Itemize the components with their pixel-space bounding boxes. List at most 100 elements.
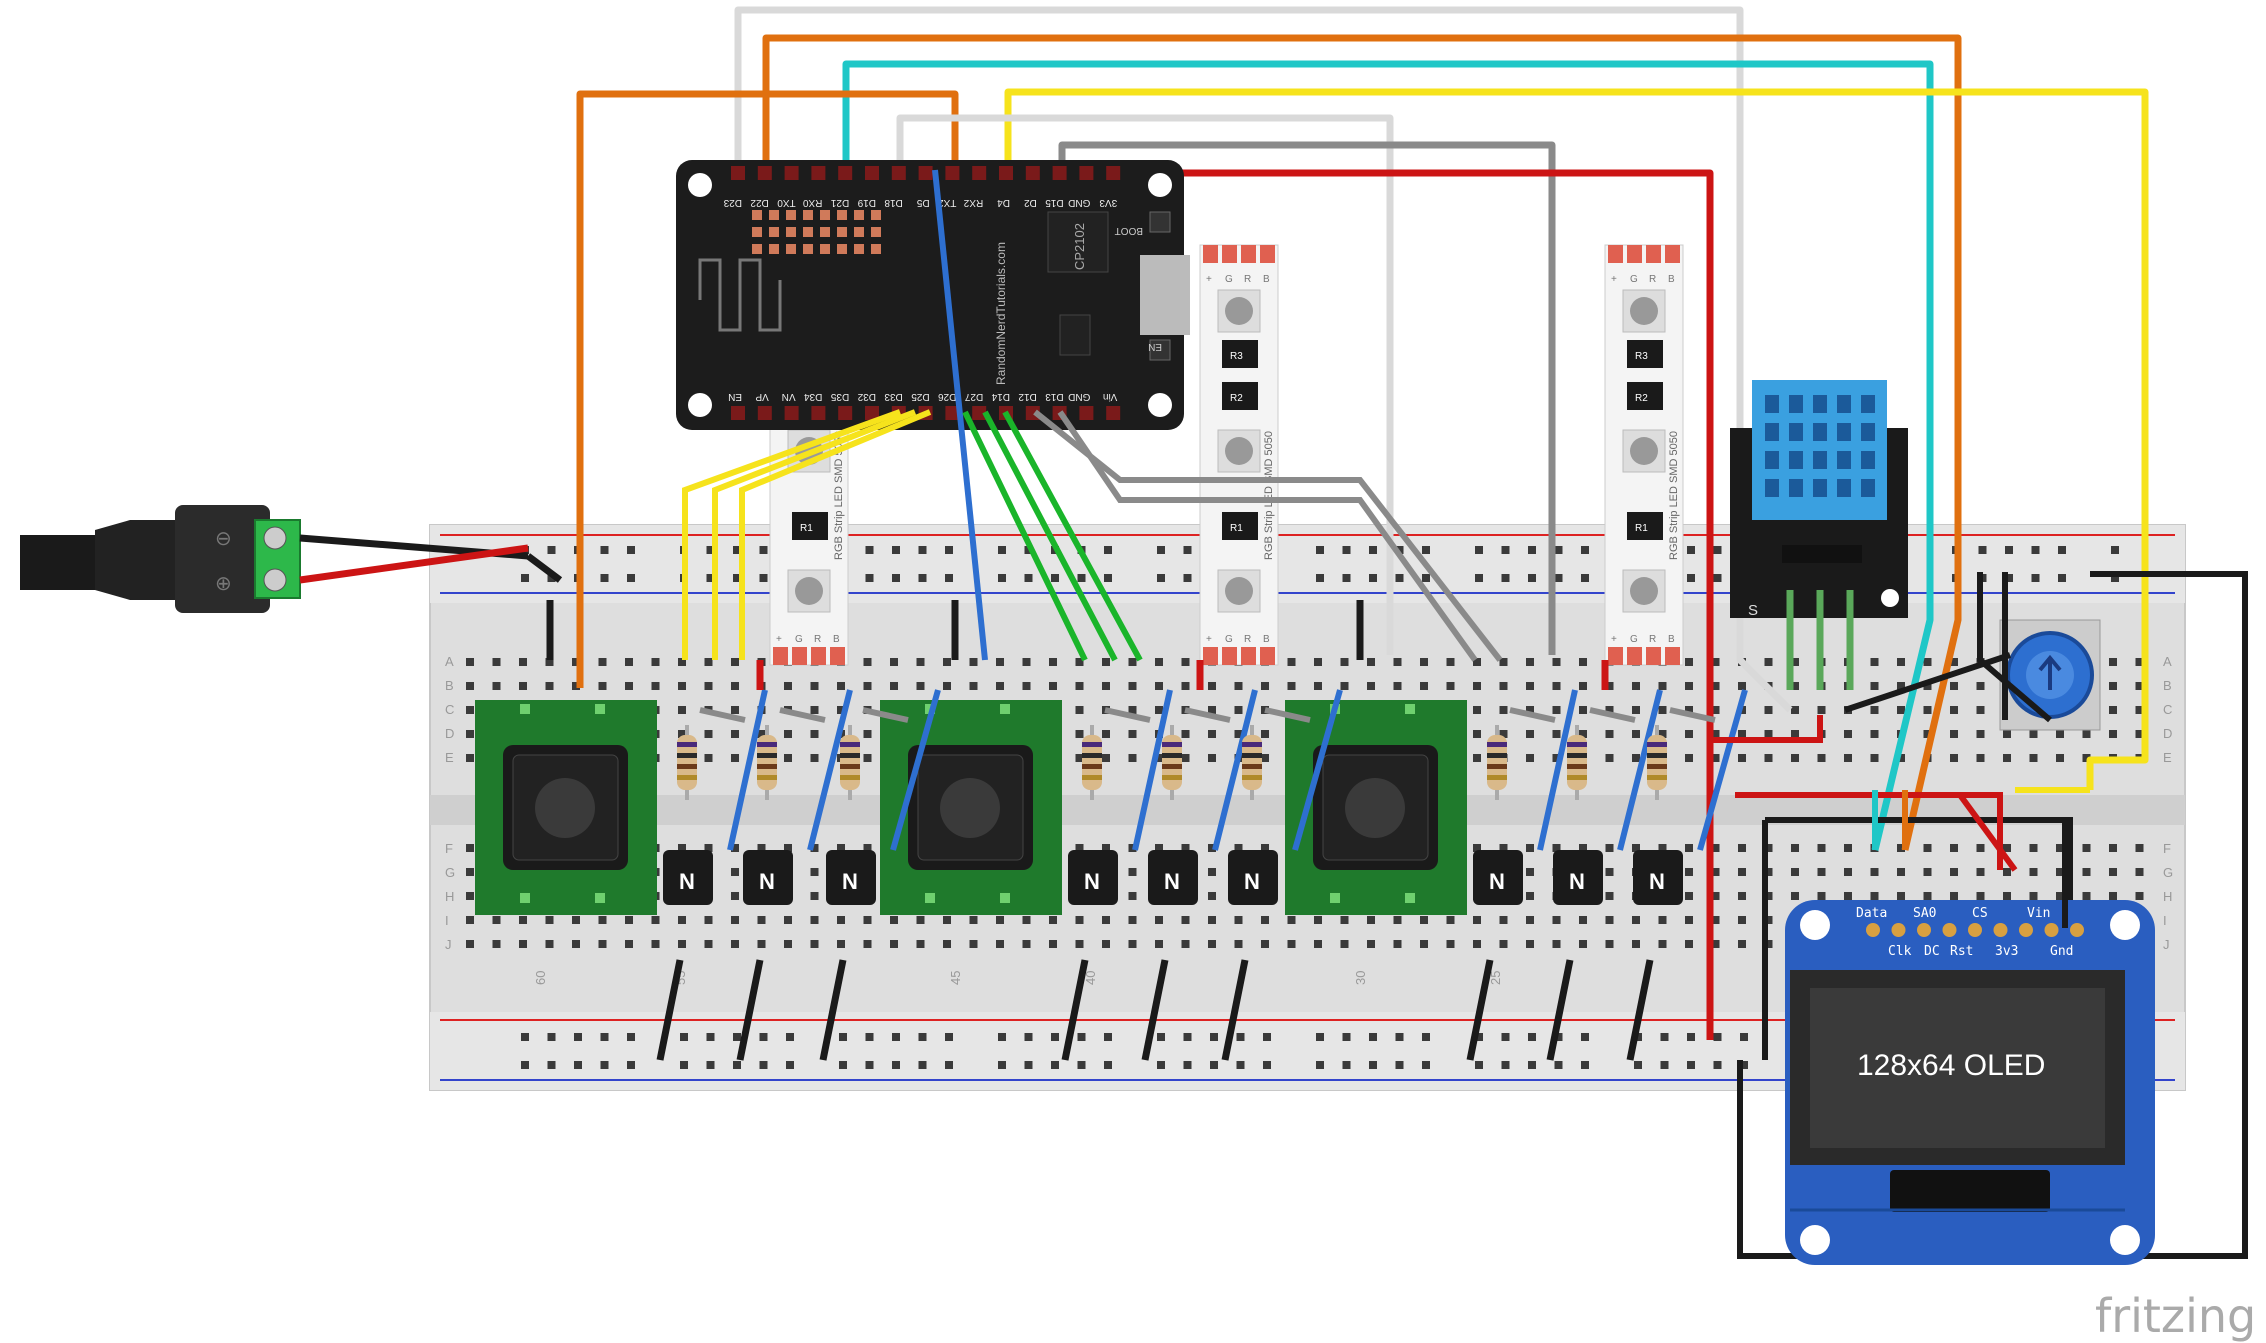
esp32-pin xyxy=(811,166,826,180)
resistor-band xyxy=(1162,753,1182,758)
breadboard-hole xyxy=(1499,706,1508,714)
breadboard-hole xyxy=(1367,940,1375,948)
breadboard-hole xyxy=(1473,916,1481,924)
breadboard-hole xyxy=(1950,844,1958,852)
breadboard-hole xyxy=(2003,754,2011,762)
resistor-band xyxy=(1647,775,1667,780)
resistor-band xyxy=(1242,764,1262,769)
breadboard-hole xyxy=(1475,1061,1483,1069)
esp32-pin-label: RX2 xyxy=(963,197,983,208)
breadboard-hole xyxy=(1713,546,1722,554)
breadboard-hole xyxy=(1393,940,1402,948)
breadboard-hole xyxy=(1579,844,1587,852)
breadboard-hole xyxy=(1738,730,1746,738)
breadboard-hole xyxy=(1181,682,1190,690)
breadboard-hole xyxy=(1632,754,1640,762)
breadboard-hole xyxy=(521,574,529,582)
push-button xyxy=(475,700,657,915)
resistor-band xyxy=(677,764,697,769)
breadboard-hole xyxy=(1685,892,1693,900)
breadboard-hole xyxy=(1791,844,1799,852)
breadboard-hole xyxy=(1234,730,1243,738)
transistor-label: N xyxy=(1649,869,1665,894)
oled-screen-text: 128x64 OLED xyxy=(1857,1049,2045,1082)
breadboard-hole xyxy=(2003,844,2011,852)
breadboard-hole xyxy=(1685,730,1693,738)
breadboard-hole xyxy=(2056,868,2064,876)
breadboard-hole xyxy=(731,706,739,714)
breadboard-hole xyxy=(945,574,953,582)
breadboard-hole xyxy=(892,1061,900,1069)
breadboard-hole xyxy=(704,658,713,666)
strip-resistor xyxy=(1627,340,1663,368)
breadboard-hole xyxy=(1155,682,1163,690)
column-number: 40 xyxy=(1083,971,1098,985)
breadboard-hole xyxy=(1976,844,1985,852)
breadboard-hole xyxy=(1210,1033,1218,1041)
strip-resistor xyxy=(792,512,828,540)
breadboard-hole xyxy=(1738,682,1746,690)
esp32-pin xyxy=(784,406,799,420)
breadboard-hole xyxy=(996,916,1004,924)
breadboard-hole xyxy=(1950,868,1958,876)
breadboard-hole xyxy=(1526,916,1534,924)
breadboard-hole xyxy=(1605,730,1614,738)
oled-pin-label: CS xyxy=(1972,906,1988,921)
esp32-pin-label: D26 xyxy=(938,391,957,402)
breadboard-hole xyxy=(810,706,819,714)
breadboard-hole xyxy=(2031,546,2040,554)
breadboard-hole xyxy=(625,940,633,948)
blue-wire xyxy=(1537,689,1578,851)
breadboard-hole xyxy=(1923,892,1932,900)
transistor-label: N xyxy=(679,869,695,894)
breadboard-hole xyxy=(678,658,686,666)
breadboard-hole xyxy=(2109,706,2117,714)
led-lens xyxy=(1630,577,1658,605)
strip-resistor xyxy=(1222,340,1258,368)
esp32-pad xyxy=(803,227,813,237)
driver-channel: N xyxy=(1141,689,1258,1061)
breadboard-hole xyxy=(810,892,819,900)
breadboard-hole xyxy=(519,658,527,666)
breadboard-hole xyxy=(466,844,474,852)
button-pin xyxy=(595,704,605,714)
breadboard-hole xyxy=(918,1033,927,1041)
breadboard-hole xyxy=(1340,682,1349,690)
breadboard-hole xyxy=(969,940,978,948)
breadboard-hole xyxy=(1632,682,1640,690)
breadboard-hole xyxy=(466,682,474,690)
esp32-pad xyxy=(786,244,796,254)
breadboard-hole xyxy=(1738,754,1746,762)
breadboard-hole xyxy=(1261,730,1269,738)
breadboard-hole xyxy=(1157,546,1165,554)
breadboard-hole xyxy=(759,1033,768,1041)
strip-resistor xyxy=(1222,512,1258,540)
breadboard-hole xyxy=(1475,546,1483,554)
breadboard-hole xyxy=(731,754,739,762)
breadboard-hole xyxy=(1102,730,1110,738)
resistor-band xyxy=(1487,764,1507,769)
breadboard-hole xyxy=(1870,754,1879,762)
breadboard-hole xyxy=(757,844,766,852)
breadboard-hole xyxy=(1181,844,1190,852)
breadboard-hole xyxy=(1605,868,1614,876)
esp32-pin xyxy=(945,166,960,180)
breadboard-hole xyxy=(1287,916,1296,924)
breadboard-hole xyxy=(1554,574,1563,582)
ground-wire xyxy=(1141,959,1169,1061)
driver-channel: N xyxy=(1466,689,1578,1061)
resistor-band xyxy=(1162,775,1182,780)
breadboard-hole xyxy=(1155,916,1163,924)
resistor-band xyxy=(840,775,860,780)
breadboard-hole xyxy=(2082,730,2091,738)
breadboard-hole xyxy=(625,916,633,924)
esp32-pad xyxy=(769,244,779,254)
breadboard-hole xyxy=(1024,574,1033,582)
breadboard-hole xyxy=(865,574,874,582)
strip-pad-label: + xyxy=(1611,274,1617,285)
breadboard-hole xyxy=(1976,730,1985,738)
orange-wire xyxy=(762,34,1962,851)
dht-grille-slot xyxy=(1813,395,1827,413)
breadboard-hole xyxy=(1764,754,1773,762)
